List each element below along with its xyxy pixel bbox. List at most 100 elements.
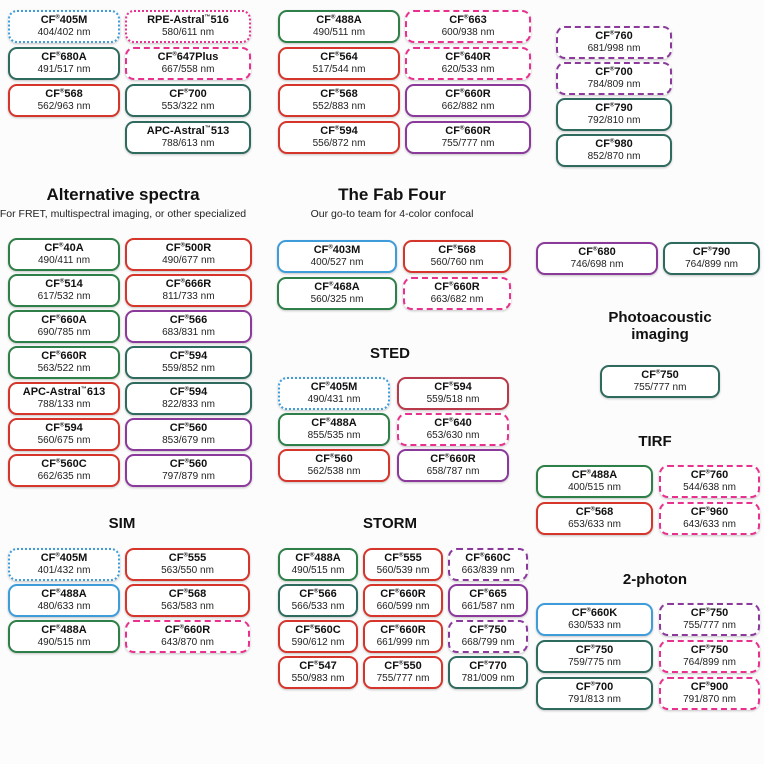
dye-name: CF®488A — [316, 14, 362, 27]
dye-wavelengths: 755/777 nm — [683, 620, 736, 632]
dye-name: CF®405M — [40, 552, 88, 565]
dye-wavelengths: 662/635 nm — [37, 471, 91, 483]
dye-wavelengths: 662/882 nm — [441, 101, 495, 113]
dye-name: CF®700 — [169, 88, 207, 101]
section-title-tirf: TIRF — [638, 433, 672, 450]
dye-wavelengths: 404/402 nm — [37, 27, 91, 39]
dye-name: CF®790 — [595, 102, 633, 115]
dye-wavelengths: 653/630 nm — [426, 430, 480, 442]
dye-wavelengths: 559/518 nm — [426, 394, 480, 406]
dye-name: CF®560 — [169, 458, 208, 471]
dye-wavelengths: 620/533 nm — [441, 64, 495, 76]
dye-wavelengths: 755/777 nm — [441, 138, 495, 150]
dye-wavelengths: 663/682 nm — [430, 294, 484, 306]
dye-name: CF®403M — [313, 244, 361, 257]
dye-name: CF®660R — [445, 88, 491, 101]
dye-name: CF®750 — [690, 607, 729, 620]
dye-name: CF®700 — [595, 66, 633, 79]
dye-name: CF®594 — [169, 386, 208, 399]
dye-name: CF®560C — [295, 624, 341, 637]
dye-name: CF®555 — [384, 552, 422, 565]
dye-wavelengths: 667/558 nm — [161, 64, 215, 76]
dye-name: CF®488A — [571, 469, 618, 482]
dye-name: CF®405M — [40, 14, 88, 27]
dye-wavelengths: 792/810 nm — [587, 115, 641, 127]
dye-wavelengths: 746/698 nm — [570, 259, 624, 271]
dye-wavelengths: 630/533 nm — [568, 620, 621, 632]
dye-name: CF®666R — [165, 278, 212, 291]
dye-wavelengths: 490/515 nm — [37, 637, 91, 649]
dye-name: RPE-Astral™516 — [147, 14, 229, 27]
dye-wavelengths: 788/613 nm — [161, 138, 215, 150]
dye-name: CF®566 — [169, 314, 208, 327]
section-title-sim: SIM — [108, 515, 136, 532]
dye-wavelengths: 580/611 nm — [161, 27, 215, 39]
dye-wavelengths: 550/983 nm — [291, 673, 345, 685]
dye-name: CF®960 — [690, 506, 729, 519]
dye-wavelengths: 755/777 nm — [633, 382, 687, 394]
dye-name: CF®980 — [595, 138, 633, 151]
dye-wavelengths: 643/870 nm — [161, 637, 214, 649]
dye-wavelengths: 852/870 nm — [587, 151, 641, 163]
dye-name: CF®488A — [41, 624, 87, 637]
dye-name: CF®566 — [299, 588, 337, 601]
dye-name: CF®500R — [165, 242, 212, 255]
dye-name: CF®660R — [41, 350, 87, 363]
dye-wavelengths: 764/899 nm — [685, 259, 738, 271]
dye-wavelengths: 653/633 nm — [568, 519, 621, 531]
dye-name: CF®488A — [295, 552, 341, 565]
dye-wavelengths: 617/532 nm — [37, 291, 91, 303]
dye-wavelengths: 791/870 nm — [683, 694, 736, 706]
dye-wavelengths: 811/733 nm — [162, 291, 215, 303]
dye-name: CF®663 — [449, 14, 487, 27]
dye-wavelengths: 781/009 nm — [461, 673, 515, 685]
dye-name: CF®560 — [169, 422, 208, 435]
dye-wavelengths: 400/515 nm — [568, 482, 621, 494]
dye-wavelengths: 491/517 nm — [37, 64, 91, 76]
dye-name: CF®564 — [320, 51, 358, 64]
dye-name: APC-Astral™613 — [22, 386, 106, 399]
dye-name: CF®547 — [299, 660, 337, 673]
dye-name: CF®660R — [430, 453, 476, 466]
dye-wavelengths: 683/831 nm — [162, 327, 215, 339]
dye-wavelengths: 401/432 nm — [37, 565, 91, 577]
dye-name: CF®660K — [571, 607, 618, 620]
